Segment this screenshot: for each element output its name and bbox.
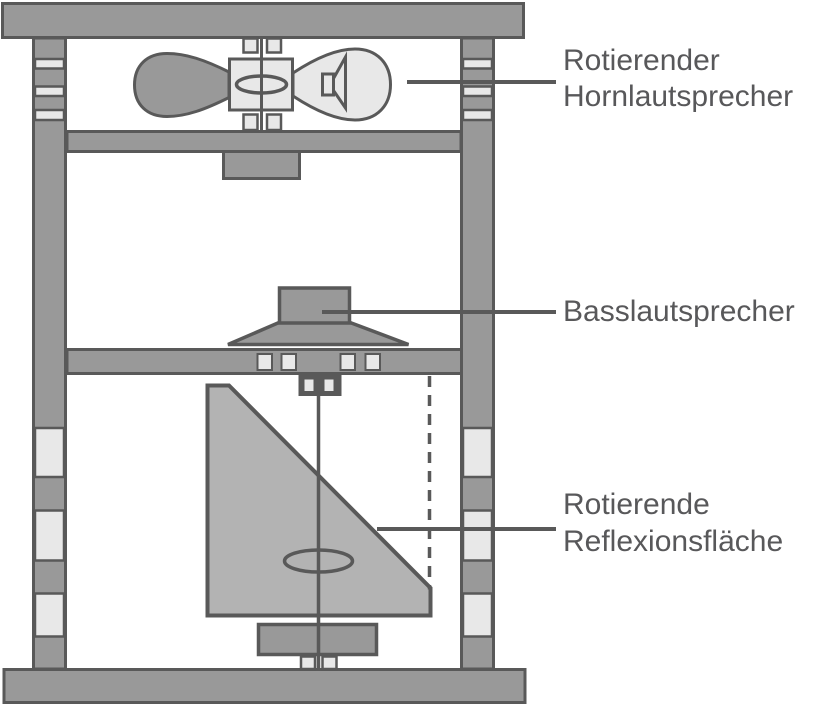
left-post-inlay (33, 108, 66, 122)
left-post-inlay (33, 509, 66, 562)
left-post-inlay (33, 426, 66, 479)
axle-bearing-block (265, 37, 283, 54)
right-post-inlay (461, 592, 494, 638)
reflector-label-line1: Rotierende (563, 488, 710, 521)
left-post-inlay (33, 592, 66, 638)
left-post-inlay (33, 85, 66, 98)
bass-speaker-magnet (277, 286, 352, 325)
middle-shelf-slots (256, 353, 381, 371)
axle-bearing-block (242, 37, 259, 54)
shelf-vent-slot (256, 353, 273, 371)
right-post-inlay (461, 426, 494, 479)
annotation-labels: Rotierender Hornlautsprecher Basslautspr… (563, 44, 795, 558)
horn-bell-right (291, 47, 393, 122)
right-post-body (460, 36, 495, 671)
reflector-label-line2: Reflexionsfläche (563, 525, 783, 558)
horn-bell-left (132, 51, 231, 119)
left-post-body (32, 36, 67, 671)
driver-cone-glyph (332, 51, 347, 113)
bass-speaker-assembly (227, 286, 410, 347)
base-bearing-block (299, 655, 317, 671)
right-frame-post (460, 36, 495, 671)
left-post-inlay (33, 57, 66, 70)
right-post-inlay (461, 85, 494, 98)
rotation-ellipse-reflector (282, 548, 355, 574)
cabinet-top-panel (1, 2, 525, 39)
right-post-inlay (461, 57, 494, 70)
axle-bearing-block (242, 113, 259, 132)
speaker-driver-icon (321, 51, 347, 113)
rotating-horn-assembly (132, 37, 393, 132)
upper-shelf (65, 130, 463, 153)
rotation-ellipse-horn (234, 74, 289, 95)
left-frame-post (32, 36, 67, 671)
bass-label: Basslautsprecher (563, 295, 795, 328)
bracket-bearing (322, 377, 336, 393)
right-post-inlay (461, 509, 494, 562)
horn-label-line2: Hornlautsprecher (563, 80, 793, 113)
base-bearing-block (321, 655, 338, 671)
horn-drive-motor (222, 150, 301, 180)
shelf-vent-slot (364, 353, 381, 371)
shelf-vent-slot (280, 353, 297, 371)
cabinet-base-panel (2, 668, 527, 704)
spindle-bracket (298, 374, 342, 396)
bracket-bearing (302, 377, 316, 393)
bass-speaker-cone (227, 320, 410, 347)
shelf-vent-slot (339, 353, 356, 371)
horn-label-line1: Rotierender (563, 44, 720, 77)
right-post-inlay (461, 108, 494, 122)
axle-bearing-block (265, 113, 283, 132)
